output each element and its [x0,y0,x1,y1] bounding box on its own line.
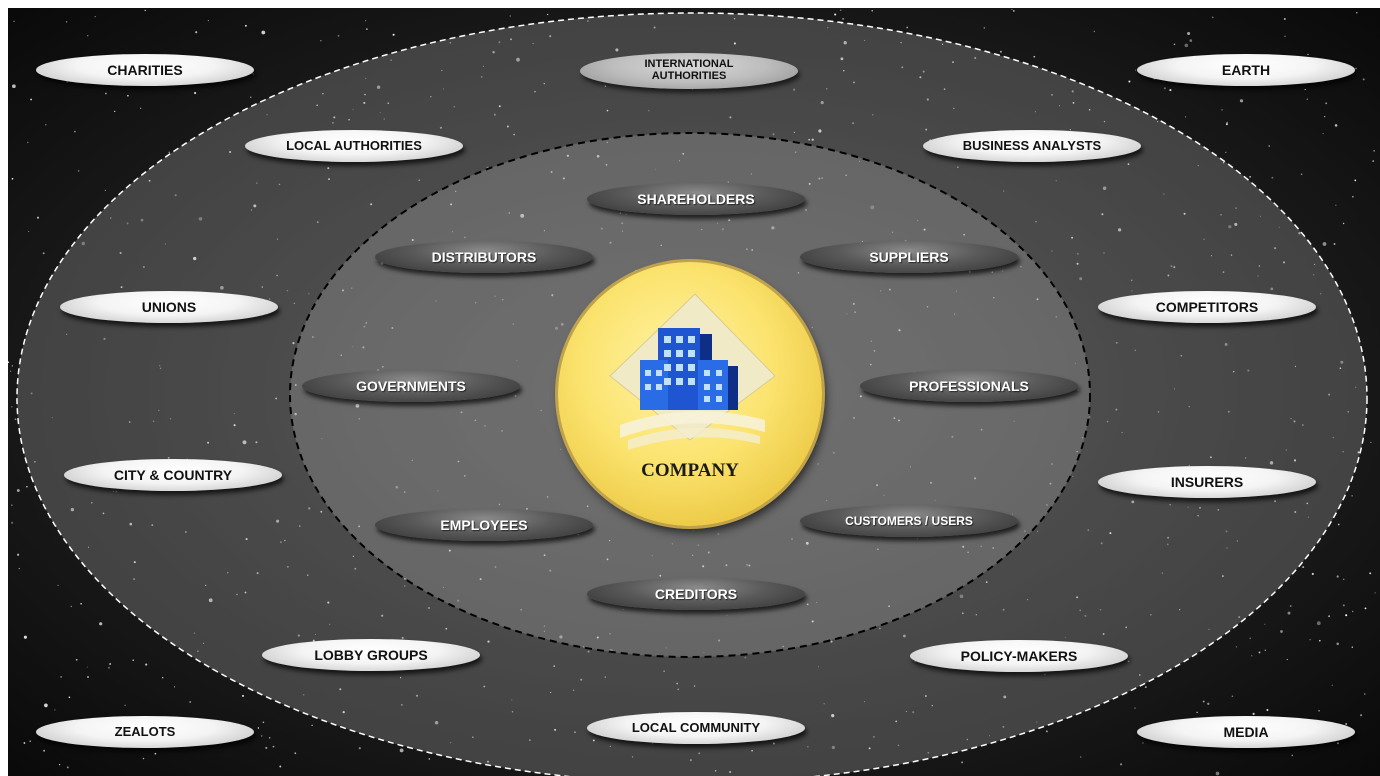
stakeholder-local-community: LOCAL COMMUNITY [587,712,805,744]
stakeholder-competitors: COMPETITORS [1098,291,1316,323]
stakeholder-media: MEDIA [1137,716,1355,748]
stakeholder-governments: GOVERNMENTS [302,370,520,402]
stakeholder-lobby-groups: LOBBY GROUPS [262,639,480,671]
stakeholder-distributors: DISTRIBUTORS [375,241,593,273]
stakeholder-unions: UNIONS [60,291,278,323]
company-label: COMPANY [641,460,739,481]
stakeholder-local-authorities: LOCAL AUTHORITIES [245,130,463,162]
stakeholder-shareholders: SHAREHOLDERS [587,183,805,215]
stakeholder-suppliers: SUPPLIERS [800,241,1018,273]
stakeholder-customers-users: CUSTOMERS / USERS [800,505,1018,537]
stakeholder-business-analysts: BUSINESS ANALYSTS [923,130,1141,162]
stakeholder-international-authorities: INTERNATIONAL AUTHORITIES [580,53,798,89]
stakeholder-creditors: CREDITORS [587,578,805,610]
stakeholder-city-country: CITY & COUNTRY [64,459,282,491]
stakeholder-professionals: PROFESSIONALS [860,370,1078,402]
stakeholder-employees: EMPLOYEES [375,509,593,541]
stakeholder-policy-makers: POLICY-MAKERS [910,640,1128,672]
stakeholder-charities: CHARITIES [36,54,254,86]
building-icon [609,293,776,450]
stakeholder-insurers: INSURERS [1098,466,1316,498]
stakeholder-zealots: ZEALOTS [36,716,254,748]
stakeholder-earth: EARTH [1137,54,1355,86]
